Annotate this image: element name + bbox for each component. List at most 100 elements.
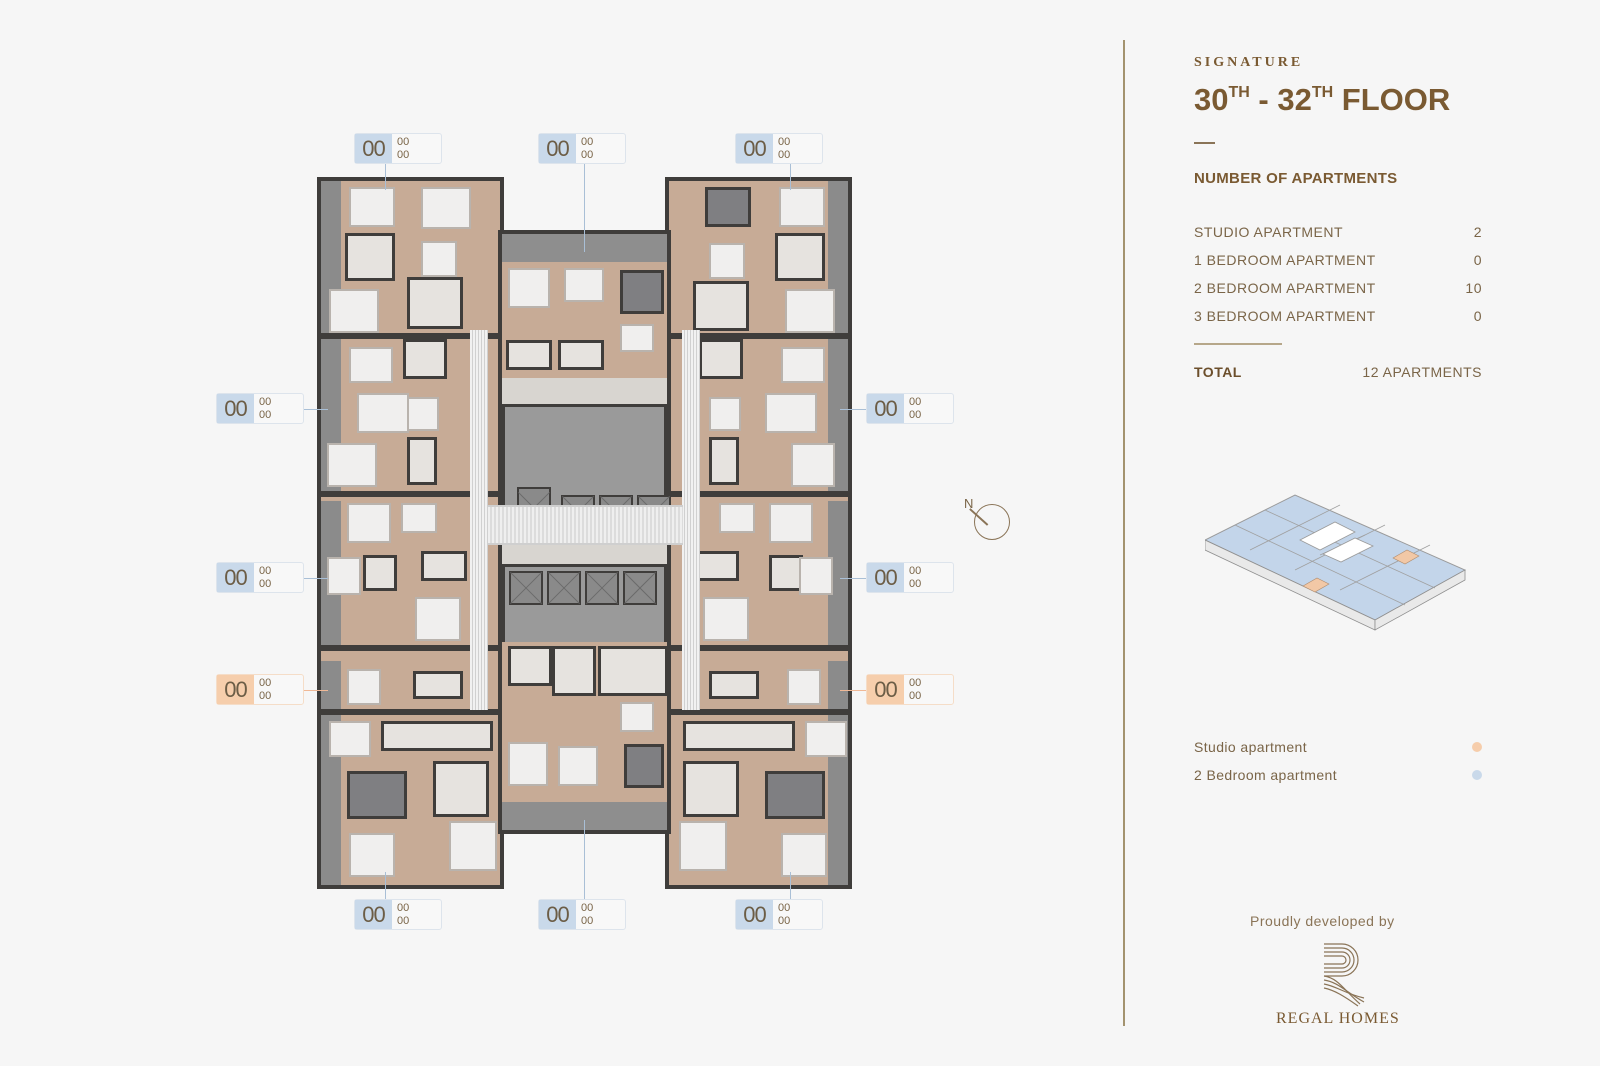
kitchen [381,721,493,751]
balcony [828,661,848,885]
unit-area-line: 00 [581,914,594,927]
bathroom [407,437,437,485]
unit-area-line: 00 [581,148,594,161]
range-separator: - [1249,82,1278,117]
dining [407,397,439,431]
bathroom [363,555,397,591]
bedroom [508,268,550,308]
unit-area-line: 00 [909,689,922,702]
bedroom [781,833,827,877]
leader-line [385,164,386,190]
unit-number: 00 [539,134,576,163]
lift [509,571,543,605]
balcony [321,661,341,885]
legend: Studio apartment 2 Bedroom apartment [1194,733,1482,789]
legend-item-studio: Studio apartment [1194,733,1482,761]
count-label: 1 BEDROOM APARTMENT [1194,252,1376,268]
unit-number: 00 [217,394,254,423]
unit-number: 00 [867,563,904,592]
developer-credit: Proudly developed by [1250,913,1395,929]
leader-line [584,164,585,252]
unit-number: 00 [217,675,254,704]
compass-circle-icon [974,504,1010,540]
unit-area-line: 00 [397,148,410,161]
unit-area-line: 00 [778,901,791,914]
north-letter: N [964,496,974,511]
legend-dot-icon [1472,742,1482,752]
living-room [765,771,825,819]
bedroom [508,742,548,786]
regal-homes-logo-icon [1323,943,1365,1007]
unit-area-line: 00 [909,395,922,408]
count-row-3-bedroom: 3 BEDROOM APARTMENT 0 [1194,308,1482,336]
bathroom [407,277,463,329]
total-value: 12 APARTMENTS [1362,364,1482,380]
floor-title: 30TH - 32TH FLOOR [1194,82,1450,118]
bedroom [449,821,497,871]
lift [585,571,619,605]
leader-line [304,409,328,410]
bathroom [769,555,803,591]
lift [547,571,581,605]
dining [709,243,745,279]
bathroom [508,646,552,686]
unit-area-line: 00 [259,564,272,577]
unit-wall [669,709,848,715]
corridor-right [682,330,700,710]
count-row-studio: STUDIO APARTMENT 2 [1194,224,1482,252]
balcony [828,501,848,651]
corridor-left [470,330,488,710]
leader-line [840,690,866,691]
bathroom [506,340,552,370]
legend-label: Studio apartment [1194,739,1308,755]
living-room [765,393,817,433]
leader-line [840,409,866,410]
north-arrow: N [962,496,1022,546]
bedroom [799,557,833,595]
unit-area-line: 00 [778,135,791,148]
bedroom [564,268,604,302]
apartment-counts: STUDIO APARTMENT 2 1 BEDROOM APARTMENT 0… [1194,224,1482,336]
bathroom [709,437,739,485]
total-label: TOTAL [1194,364,1242,380]
unit-number: 00 [736,134,773,163]
living-room [421,187,471,229]
living-room [347,503,391,543]
leader-line [584,820,585,900]
unit-area-line: 00 [909,408,922,421]
apartments-heading: NUMBER OF APARTMENTS [1194,170,1398,187]
total-rule [1194,343,1282,345]
floor-to: 32 [1277,82,1312,117]
unit-number: 00 [867,675,904,704]
unit-wall [321,333,500,339]
leader-line [385,872,386,900]
bedroom [327,557,361,595]
ordinal-suffix: TH [1228,84,1250,101]
unit-wall [669,333,848,339]
unit-area-line: 00 [397,901,410,914]
kitchen [683,721,795,751]
unit-number: 00 [355,134,392,163]
bathroom [433,761,489,817]
count-label: STUDIO APARTMENT [1194,224,1344,240]
count-label: 3 BEDROOM APARTMENT [1194,308,1376,324]
dining [329,721,371,757]
count-label: 2 BEDROOM APARTMENT [1194,280,1376,296]
unit-wall [669,645,848,651]
studio-bedroom [347,669,381,705]
unit-wall [669,491,848,497]
bedroom [329,289,379,333]
